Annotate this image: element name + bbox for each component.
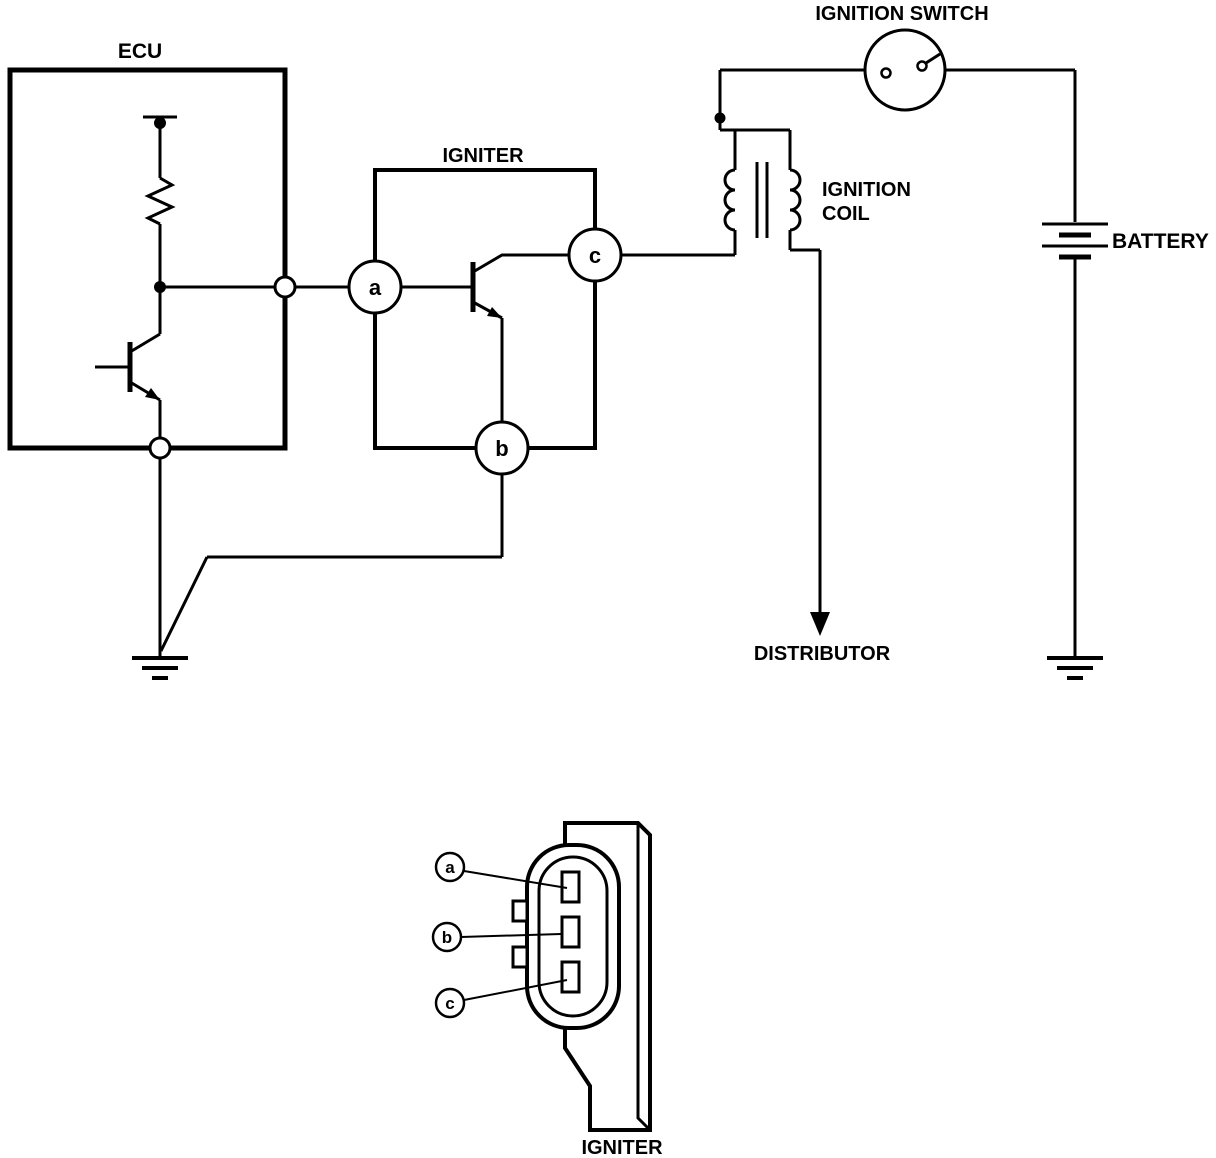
switch-contact-left [880, 67, 892, 79]
terminal-b-letter: b [495, 436, 508, 461]
callout-b: b [431, 921, 463, 953]
coil-junction-node [714, 112, 726, 124]
terminal-b-circle [474, 420, 530, 476]
callout-b-circle [431, 921, 463, 953]
battery-label: BATTERY [1112, 230, 1209, 253]
igniter-transistor-symbol [401, 253, 569, 422]
leader-a [463, 870, 568, 889]
ecu-label: ECU [118, 40, 162, 63]
callout-b-letter: b [442, 928, 452, 947]
terminal-c-letter: c [589, 243, 601, 268]
ignition-switch-label: IGNITION SWITCH [815, 3, 988, 25]
ignition-coil-symbol: IGNITION COIL [720, 128, 911, 255]
distributor-arrow [810, 612, 830, 636]
ecu-transistor-symbol [95, 287, 162, 438]
terminal-b-ground-route [159, 474, 504, 652]
terminal-a: a [347, 259, 403, 315]
ecu-ground-symbol [132, 458, 188, 680]
coil-secondary-winding [789, 168, 802, 232]
terminal-c: c [567, 227, 623, 283]
connector-pin-c [560, 960, 581, 994]
ecu-ground-terminal [148, 436, 172, 460]
battery-symbol: BATTERY [1042, 222, 1209, 260]
callout-c: c [434, 987, 466, 1019]
ignition-coil-label-line2: COIL [822, 203, 870, 225]
ecu-emitter-arrow [145, 388, 160, 400]
igniter-transistor-collector [472, 253, 569, 274]
terminal-b: b [474, 420, 530, 476]
connector-body [563, 821, 652, 1132]
connector-pin-b [560, 915, 581, 949]
leader-c [463, 979, 568, 1001]
igniter-connector-diagram: a b c IGNITER [431, 821, 663, 1158]
battery-ground-symbol [1047, 257, 1103, 680]
ignition-switch: IGNITION SWITCH [815, 3, 989, 112]
ecu-box [7, 67, 288, 451]
connector-body-edge [636, 823, 652, 1132]
connector-tab-2 [511, 945, 529, 969]
igniter-connector-label: IGNITER [581, 1137, 663, 1158]
callout-a: a [434, 851, 466, 883]
switch-contact-right [916, 60, 928, 72]
ecu-resistor-symbol [144, 176, 176, 226]
distributor-branch: DISTRIBUTOR [754, 230, 891, 665]
connector-tab-1 [511, 899, 529, 923]
wire-b-diagonal [159, 556, 209, 652]
igniter-label: IGNITER [442, 145, 524, 167]
ignition-switch-body [863, 28, 947, 112]
igniter-emitter-arrow [487, 307, 502, 318]
coil-primary-winding [723, 168, 736, 232]
switch-blade [925, 52, 941, 65]
ecu-transistor-collector [129, 332, 161, 354]
distributor-label: DISTRIBUTOR [754, 643, 891, 665]
leader-b [460, 933, 562, 938]
callout-c-letter: c [445, 994, 454, 1013]
ecu-output-terminal [273, 275, 297, 299]
ignition-coil-label-line1: IGNITION [822, 179, 911, 201]
callout-a-letter: a [445, 858, 455, 877]
terminal-a-circle [347, 259, 403, 315]
igniter-block: IGNITER [373, 145, 597, 450]
callout-a-circle [434, 851, 466, 883]
callout-c-circle [434, 987, 466, 1019]
terminal-a-letter: a [369, 275, 382, 300]
ecu-block: ECU [7, 40, 297, 460]
